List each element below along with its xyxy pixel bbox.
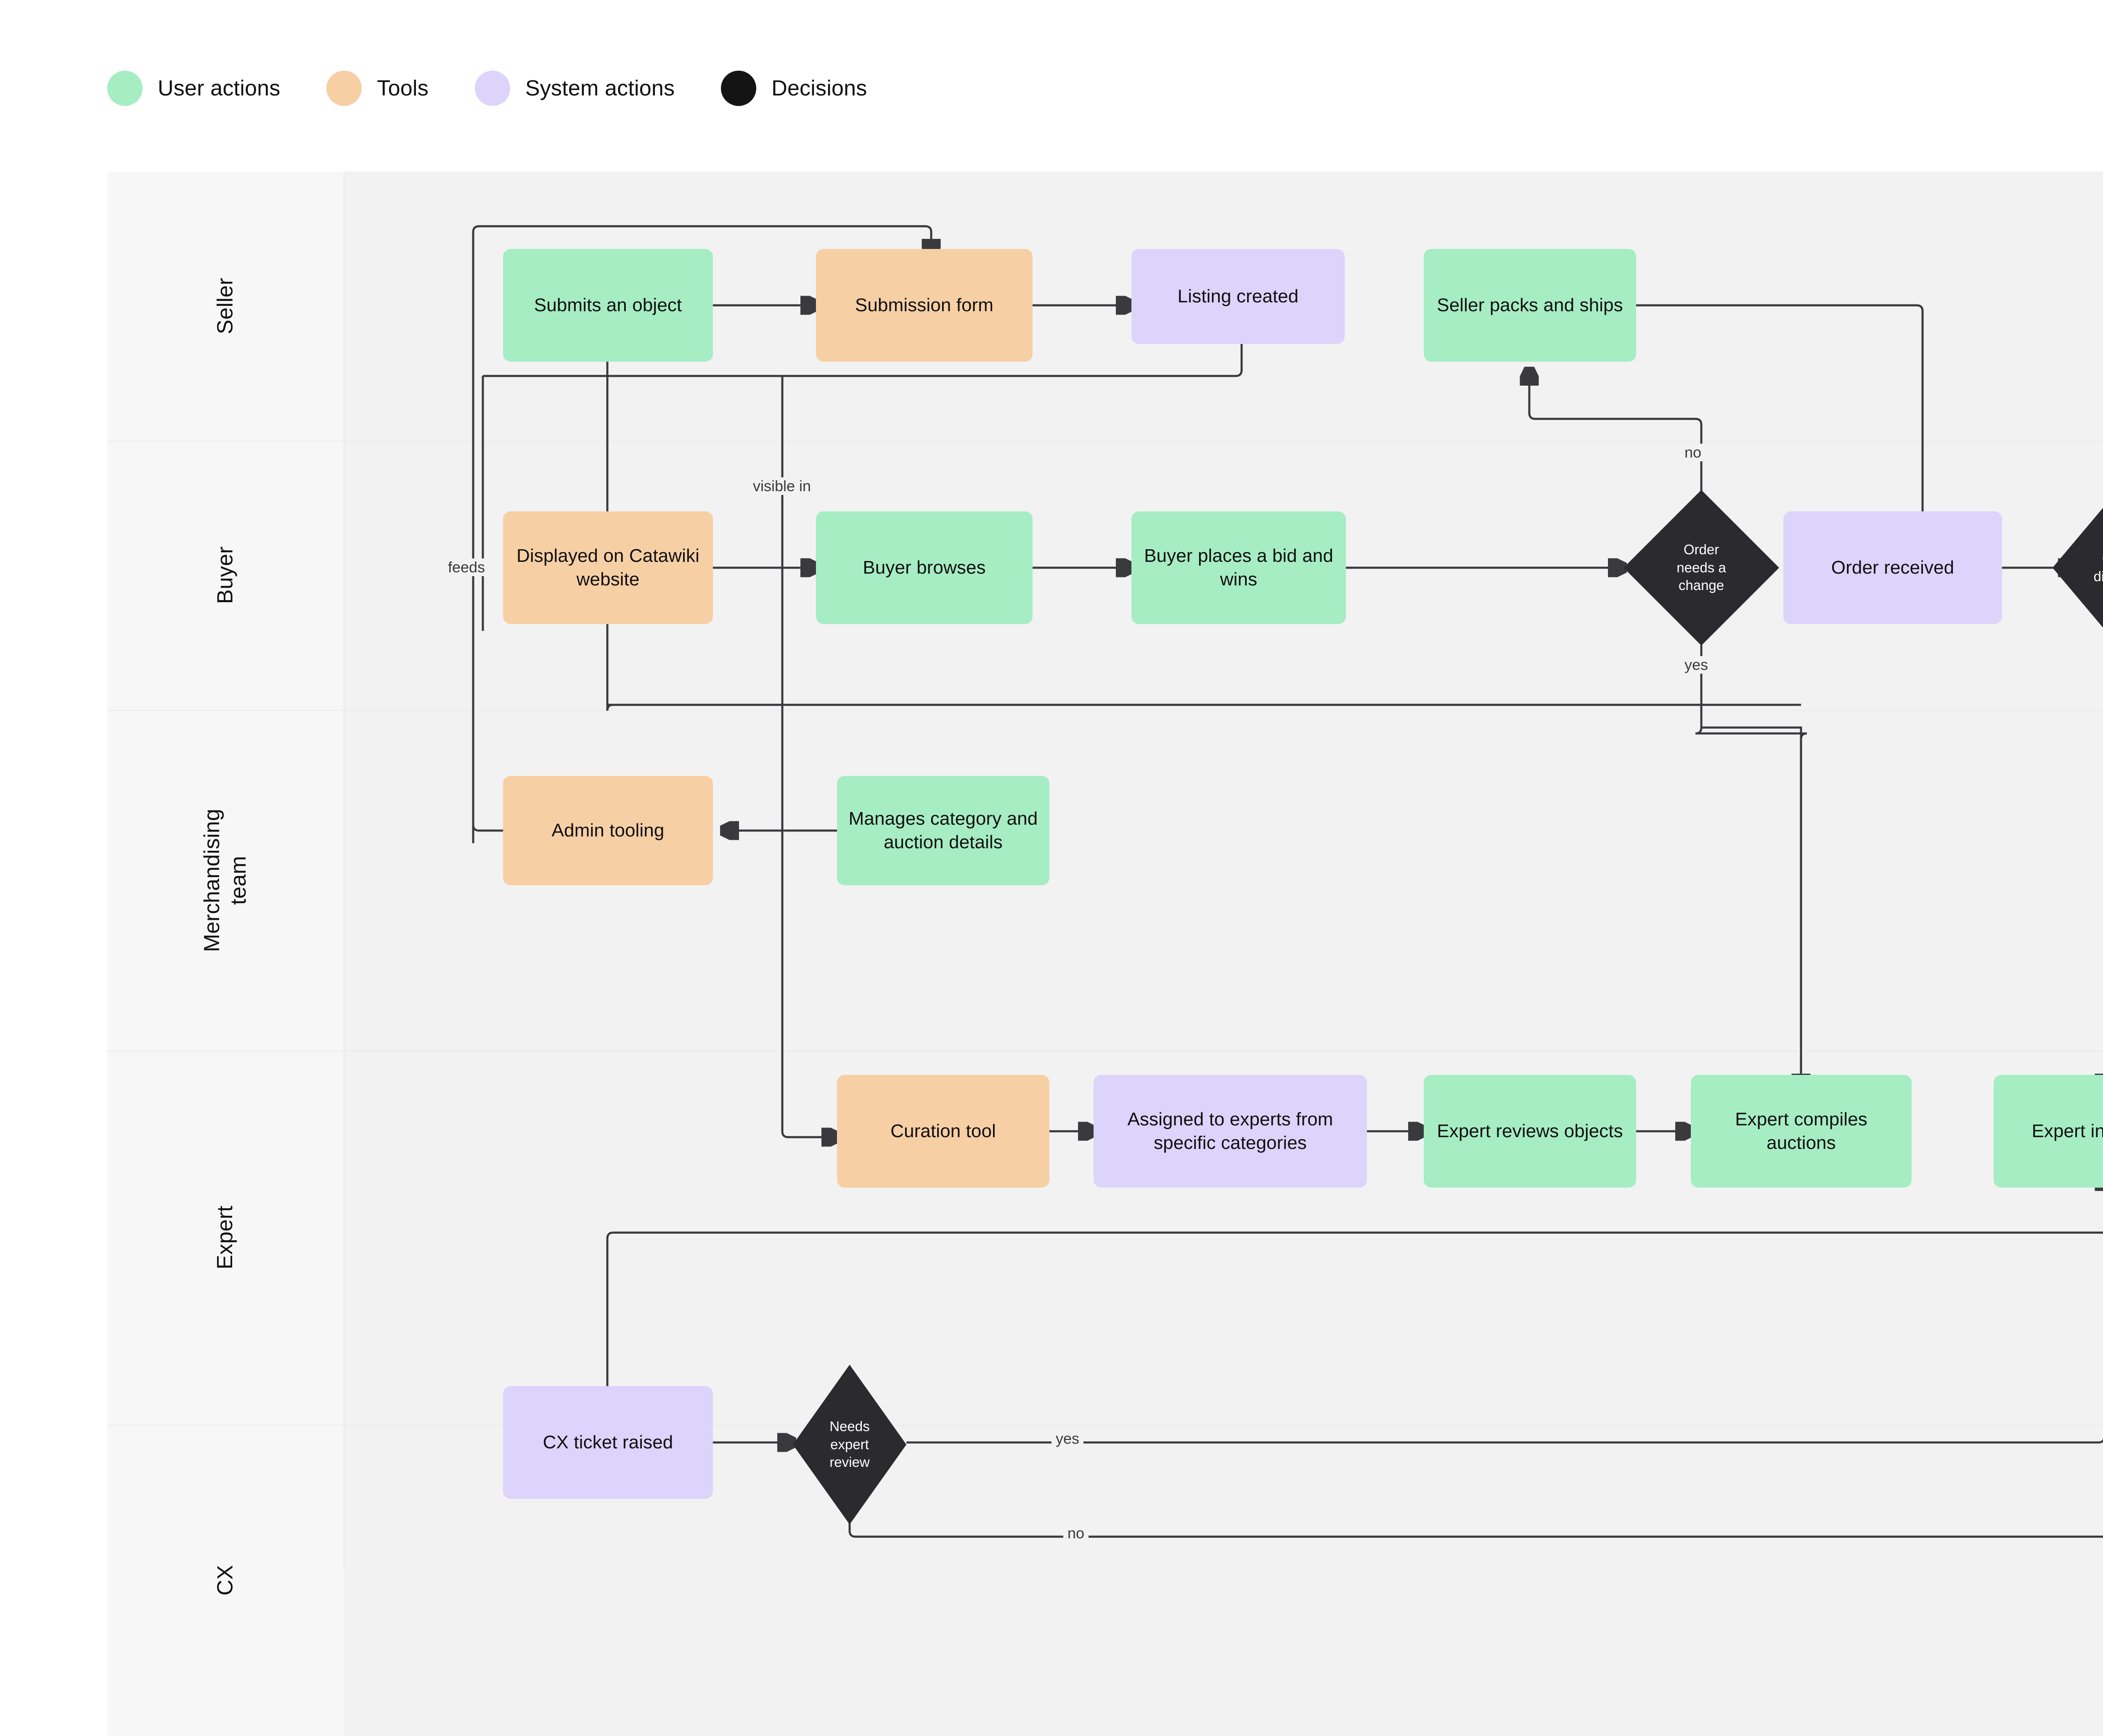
swimlane-label-text: Expert	[213, 1206, 238, 1270]
legend-label: Tools	[377, 76, 429, 101]
node-buyer-places-a-bid-and-wins[interactable]: Buyer places a bid and wins	[1131, 511, 1346, 624]
node-order-received[interactable]: Order received	[1783, 511, 2002, 624]
flowchart-canvas: User actions Tools System actions Decisi…	[107, 71, 2103, 1736]
swimlane-title-cx: CX	[107, 1425, 344, 1736]
circle-swatch-icon	[107, 71, 143, 106]
node-expert-compiles-auctions[interactable]: Expert compiles auctions	[1691, 1075, 1912, 1188]
legend-item-user-actions: User actions	[107, 71, 280, 106]
decision-label: Order disputed	[2093, 550, 2103, 584]
swimlane-merchandising: Merchandising team	[107, 710, 2103, 1051]
swimlane-label-text: Buyer	[213, 546, 238, 604]
circle-swatch-icon	[721, 71, 757, 106]
node-seller-packs-and-ships[interactable]: Seller packs and ships	[1424, 249, 1636, 362]
decision-needs-expert-review[interactable]: Needs expert review	[793, 1365, 906, 1524]
decision-order-needs-a-change[interactable]: Order needs a change	[1624, 490, 1779, 646]
node-expert-reviews-objects[interactable]: Expert reviews objects	[1424, 1075, 1636, 1188]
legend-label: User actions	[158, 76, 281, 101]
legend: User actions Tools System actions Decisi…	[107, 71, 913, 106]
circle-swatch-icon	[474, 71, 510, 106]
legend-label: System actions	[525, 76, 675, 101]
node-submits-an-object[interactable]: Submits an object	[503, 249, 713, 362]
swimlane-label-cell	[107, 1051, 344, 1425]
edge-label-feeds: feeds	[444, 558, 490, 576]
decision-label: Order needs a change	[1677, 541, 1726, 593]
swimlane-title-expert: Expert	[107, 1051, 344, 1425]
circle-swatch-icon	[326, 71, 362, 106]
swimlane-title-buyer: Buyer	[107, 441, 344, 710]
edge-label-visible-in: visible in	[749, 477, 816, 495]
node-assigned-to-experts-from-specific-categories[interactable]: Assigned to experts from specific catego…	[1094, 1075, 1367, 1188]
legend-item-system-actions: System actions	[474, 71, 675, 106]
swimlane-label-cell	[107, 172, 344, 441]
node-cx-ticket-raised[interactable]: CX ticket raised	[503, 1386, 713, 1499]
lane-divider	[107, 710, 2103, 711]
node-expert-intervenes[interactable]: Expert intervenes	[1994, 1075, 2103, 1188]
swimlane-cx: CX	[107, 1425, 2103, 1736]
edge-label-needs-change-no: no	[1680, 444, 1706, 461]
edge-label-needs-change-yes: yes	[1680, 656, 1713, 674]
swimlane-title-merchandising: Merchandising team	[107, 710, 344, 1051]
edge-label-expert-review-no: no	[1063, 1524, 1089, 1542]
decision-label: Needs expert review	[829, 1418, 870, 1470]
lane-divider	[107, 441, 2103, 442]
node-displayed-on-catawiki-website[interactable]: Displayed on Catawiki website	[503, 511, 713, 624]
swimlane-grid: Seller Buyer Merchandising team Expert C…	[107, 172, 2103, 1736]
swimlane-label-cell	[107, 710, 344, 1051]
edge-label-expert-review-yes: yes	[1052, 1430, 1084, 1448]
node-admin-tooling[interactable]: Admin tooling	[503, 776, 713, 885]
swimlane-label-cell	[107, 441, 344, 710]
lane-divider	[107, 1425, 2103, 1426]
swimlane-title-seller: Seller	[107, 172, 344, 441]
decision-order-disputed[interactable]: Order disputed	[2053, 488, 2103, 648]
node-buyer-browses[interactable]: Buyer browses	[816, 511, 1033, 624]
node-submission-form[interactable]: Submission form	[816, 249, 1033, 362]
swimlane-label-text: Seller	[213, 278, 238, 335]
legend-label: Decisions	[771, 76, 867, 101]
swimlane-seller: Seller	[107, 172, 2103, 441]
legend-item-tools: Tools	[326, 71, 429, 106]
swimlane-label-text: Merchandising team	[199, 808, 251, 952]
legend-item-decisions: Decisions	[721, 71, 867, 106]
node-curation-tool[interactable]: Curation tool	[837, 1075, 1049, 1188]
swimlane-label-text: CX	[213, 1565, 238, 1596]
node-listing-created[interactable]: Listing created	[1131, 249, 1345, 344]
node-manages-category-and-auction-details[interactable]: Manages category and auction details	[837, 776, 1049, 885]
